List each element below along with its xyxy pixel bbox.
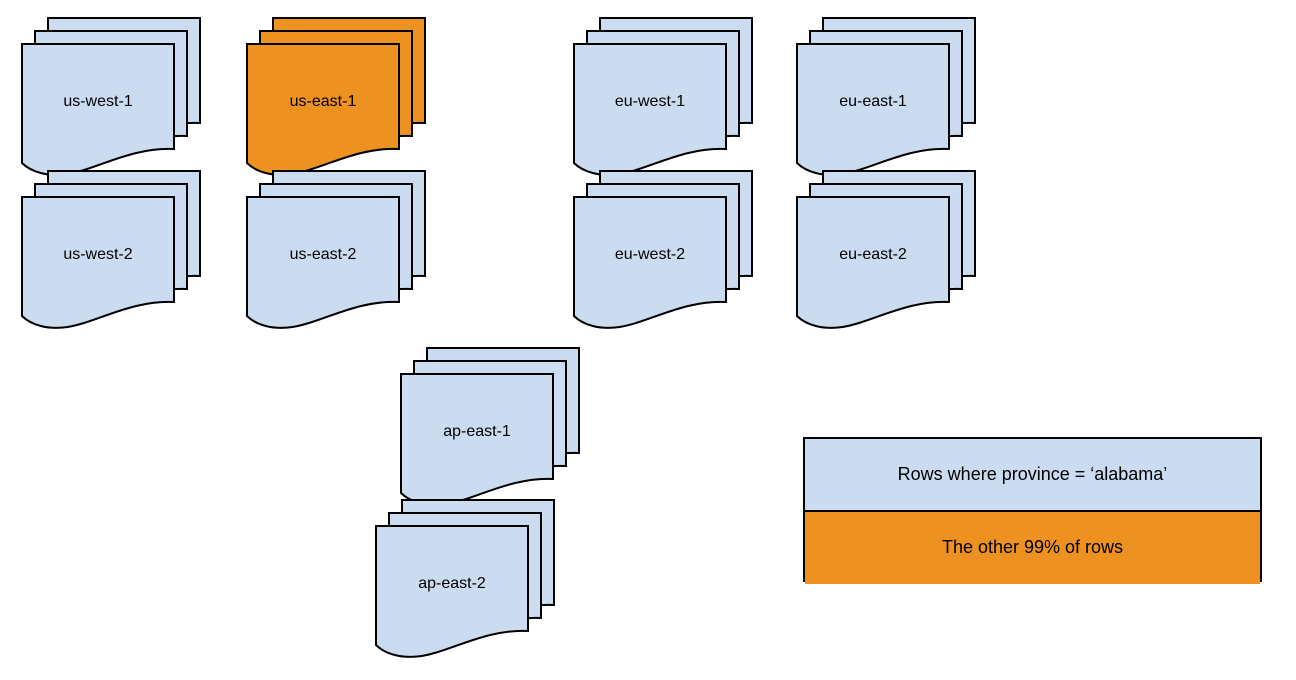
region-stack-ap-east-2[interactable]: ap-east-2 [375, 499, 591, 660]
region-stack-us-west-2[interactable]: us-west-2 [21, 170, 237, 331]
document-stack-shape [375, 499, 555, 658]
region-stack-us-west-1[interactable]: us-west-1 [21, 17, 237, 178]
document-sheet-front [400, 373, 554, 506]
document-stack-shape [796, 17, 976, 176]
document-stack-shape [796, 170, 976, 329]
region-stack-eu-east-2[interactable]: eu-east-2 [796, 170, 1012, 331]
region-stack-eu-west-1[interactable]: eu-west-1 [573, 17, 789, 178]
document-sheet-front [375, 525, 529, 658]
document-sheet-front [21, 43, 175, 176]
document-stack-shape [21, 170, 201, 329]
document-stack-shape [573, 170, 753, 329]
region-stack-eu-east-1[interactable]: eu-east-1 [796, 17, 1012, 178]
document-sheet-front [246, 43, 400, 176]
document-sheet-front [573, 196, 727, 329]
document-sheet-front [796, 196, 950, 329]
region-stack-ap-east-1[interactable]: ap-east-1 [400, 347, 616, 508]
region-stack-eu-west-2[interactable]: eu-west-2 [573, 170, 789, 331]
document-sheet-front [246, 196, 400, 329]
document-stack-shape [573, 17, 753, 176]
document-stack-shape [246, 170, 426, 329]
document-sheet-front [573, 43, 727, 176]
legend: Rows where province = ‘alabama’ The other… [803, 437, 1262, 584]
document-stack-shape [21, 17, 201, 176]
legend-row-other-rows: The other 99% of rows [805, 511, 1260, 584]
region-stack-us-east-2[interactable]: us-east-2 [246, 170, 462, 331]
legend-row-alabama-rows: Rows where province = ‘alabama’ [805, 439, 1260, 512]
document-sheet-front [796, 43, 950, 176]
document-stack-shape [400, 347, 580, 506]
legend-label: Rows where province = ‘alabama’ [897, 463, 1168, 484]
region-stack-us-east-1[interactable]: us-east-1 [246, 17, 462, 178]
document-sheet-front [21, 196, 175, 329]
legend-label: The other 99% of rows [941, 537, 1124, 558]
document-stack-shape [246, 17, 426, 176]
